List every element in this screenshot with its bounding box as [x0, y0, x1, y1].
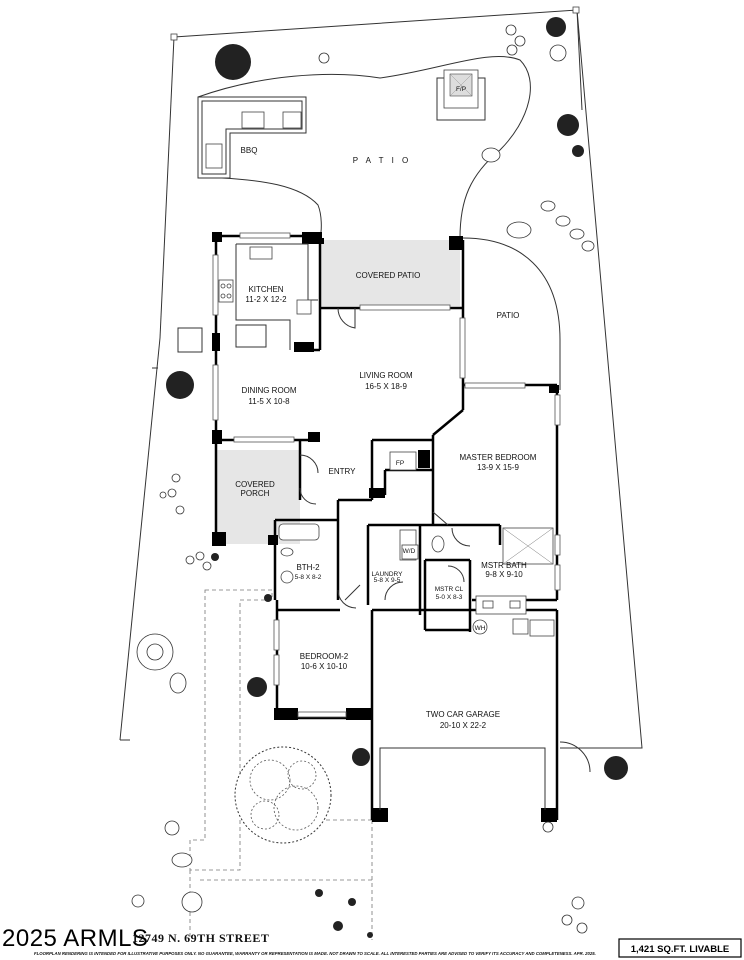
livable-area-label: 1,421 SQ.FT. LIVABLE [631, 944, 730, 955]
bbq-label: BBQ [241, 146, 258, 155]
bath2-dim: 5-8 X 8-2 [295, 574, 322, 581]
bath-fixtures [278, 523, 555, 637]
patio-right-label: PATIO [497, 311, 520, 320]
property-address: 12749 N. 69TH STREET [132, 931, 269, 945]
covered-porch-label-2: PORCH [241, 489, 270, 498]
outdoor-pad [177, 327, 203, 353]
water-heater-label: WH [475, 625, 486, 632]
room-labels: P A T I O BBQ F/P COVERED PATIO PATIO KI… [235, 86, 537, 730]
bedroom2-dim: 10-6 X 10-10 [301, 662, 348, 671]
washer-dryer-label: W/D [403, 548, 416, 555]
laundry-label: LAUNDRY [372, 571, 404, 578]
master-bedroom-dim: 13-9 X 15-9 [477, 463, 519, 472]
bbq-island [197, 96, 307, 179]
fireplace-label: FP [396, 460, 404, 467]
master-bath-dim: 9-8 X 9-10 [485, 570, 523, 579]
master-closet-label: MSTR CL [435, 586, 464, 593]
garage-dim: 20-10 X 22-2 [440, 721, 487, 730]
master-bedroom-label: MASTER BEDROOM [460, 453, 537, 462]
garage-label: TWO CAR GARAGE [426, 710, 500, 719]
dining-room-dim: 11-5 X 10-8 [248, 397, 290, 406]
kitchen-label: KITCHEN [248, 285, 283, 294]
property-boundary [119, 6, 643, 749]
doors [299, 307, 591, 810]
watermark: 2025 ARMLS [2, 925, 148, 952]
kitchen-fixtures [218, 243, 318, 350]
master-bath-label: MSTR BATH [481, 561, 527, 570]
laundry-dim: 5-8 X 9-5 [374, 577, 401, 584]
bedroom2-label: BEDROOM-2 [300, 652, 349, 661]
disclaimer: FLOORPLAN RENDERING IS INTENDED FOR ILLU… [34, 951, 596, 956]
wall-posts [212, 232, 559, 822]
livable-area-box [618, 938, 742, 958]
entry-label: ENTRY [329, 467, 357, 476]
master-closet-dim: 5-0 X 8-3 [436, 594, 463, 601]
covered-patio-label: COVERED PATIO [356, 271, 421, 280]
outdoor-fireplace-label: F/P [456, 86, 466, 93]
dining-room-label: DINING ROOM [241, 386, 296, 395]
windows [212, 232, 561, 718]
living-room-dim: 16-5 X 18-9 [365, 382, 407, 391]
outdoor-fireplace [436, 69, 486, 121]
landscape-plants [131, 17, 628, 938]
covered-porch-label-1: COVERED [235, 480, 275, 489]
patio-top-label: P A T I O [353, 156, 412, 165]
covered-patio-area [320, 240, 460, 306]
indoor-fireplace [389, 451, 417, 471]
living-room-label: LIVING ROOM [359, 371, 413, 380]
footer: 2025 ARMLS 12749 N. 69TH STREET FLOORPLA… [2, 925, 742, 958]
bath2-label: BTH-2 [296, 563, 320, 572]
kitchen-dim: 11-2 X 12-2 [245, 295, 287, 304]
